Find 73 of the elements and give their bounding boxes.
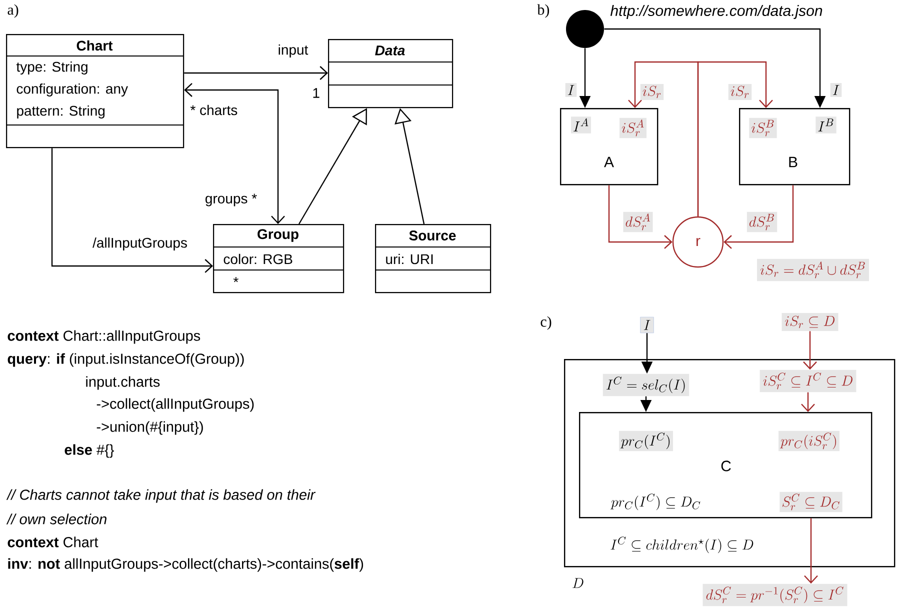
arrow (804, 518, 818, 584)
edge-label: $iS_r$ (640, 84, 664, 100)
formula: $S_r^C \subseteq D_C$ (780, 492, 842, 512)
formula: $I$ (640, 316, 654, 334)
attribute-text: configuration: any (16, 83, 128, 97)
multiplicity: 1 (313, 88, 320, 98)
panel-label: c) (540, 316, 552, 330)
class-name: Chart (76, 40, 113, 51)
class-box (375, 224, 492, 294)
code-line: context Chart::allInputGroups (8, 330, 200, 344)
arrow (697, 61, 773, 216)
box-label: A (604, 156, 614, 168)
arrow (801, 392, 815, 412)
panel-label: a) (8, 4, 18, 18)
edge-label: groups * (202, 192, 260, 208)
code-line: context Chart (8, 536, 98, 548)
comment-line: // own selection (6, 514, 106, 524)
container-box (564, 359, 896, 588)
arrow (608, 185, 672, 249)
code-line: ->union(#{input}) (96, 421, 203, 435)
formula: $I^B$ (816, 116, 836, 134)
attribute-text: pattern: String (17, 105, 105, 119)
comment-line: // Charts cannot take input that is based on their (6, 489, 316, 503)
panel-label: b) (537, 4, 550, 18)
formula: $iS_r^B$ (749, 118, 777, 138)
attribute-text: * (233, 277, 238, 282)
code-line: else #{} (64, 444, 114, 458)
class-box (213, 224, 344, 294)
formula: $I^C = sel_C(I)$ (602, 374, 690, 396)
formula: $iS_r = dS_r^A \cup dS_r^B$ (757, 258, 869, 282)
formula: $dS_r^C = pr^{-1}(S_r^C) \subseteq I^C$ (702, 584, 848, 606)
code-line: input.charts (86, 376, 160, 390)
class-name: Source (409, 230, 456, 240)
arrow (184, 83, 285, 224)
role-label: * charts (190, 104, 238, 116)
formula: $I^A$ (570, 116, 592, 134)
arrow (51, 148, 213, 273)
process-box (560, 108, 658, 186)
formula: $pr_C(I^C)$ (619, 430, 673, 452)
formula: $iS_r^C \subseteq I^C \subseteq D$ (760, 370, 856, 392)
edge-label: $dS_r^A$ (623, 212, 653, 232)
attribute-text: type: String (16, 61, 88, 75)
process-box (739, 108, 850, 186)
code-line: ->collect(allInputGroups) (96, 398, 254, 412)
box-label: B (789, 156, 798, 168)
edge-label: $dS_r^B$ (746, 212, 778, 232)
formula: $pr_C(I^C) \subseteq D_C$ (610, 494, 700, 510)
edge-label: $I$ (830, 83, 842, 97)
arrow (184, 66, 328, 80)
edge-label: $I$ (565, 83, 577, 97)
url-text: http://somewhere.com/data.json (610, 5, 822, 19)
formula: $I^C \subseteq children^{\star}(I) \subseteq D$ (610, 536, 754, 554)
attribute-text: color: RGB (224, 254, 292, 264)
formula: $iS_r^A$ (619, 118, 647, 138)
box-label: C (721, 460, 731, 472)
class-box (6, 34, 184, 148)
edge-label: input (276, 42, 310, 60)
formula: $pr_C(iS_r^C)$ (778, 430, 840, 452)
circle-node: r (672, 216, 724, 268)
class-name: Data (375, 46, 405, 56)
code-line: query: if (input.isInstanceOf(Group)) (8, 353, 244, 367)
class-box (328, 39, 454, 108)
process-box (579, 412, 872, 518)
edge-label: /allInputGroups (90, 235, 190, 253)
formula: $D$ (572, 578, 584, 588)
class-name: Group (258, 229, 298, 242)
edge-label: $iS_r$ (728, 84, 752, 100)
arrow (803, 331, 817, 370)
formula: $iS_r \subseteq D$ (782, 313, 838, 331)
code-line: inv: not allInputGroups->collect(charts)->contains(self) (8, 558, 364, 572)
start-dot (566, 10, 604, 48)
attribute-text: uri: URI (386, 254, 433, 264)
arrow (724, 185, 794, 249)
